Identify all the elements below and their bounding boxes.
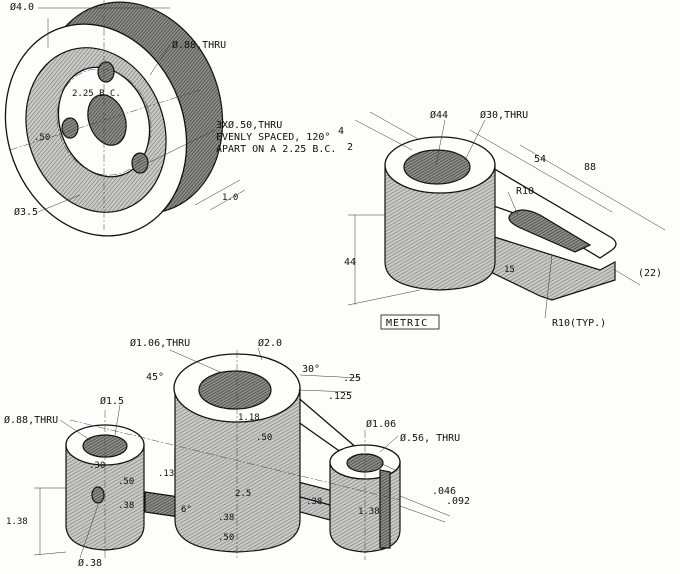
asm-right-bore-thru: Ø.56, THRU [400, 432, 460, 444]
wheel-bolt-circle: 2.25 B.C. [72, 89, 121, 99]
metric-dim-2: 2 [347, 142, 353, 153]
metric-dim-15: 15 [504, 265, 515, 275]
asm-left-diameter: Ø1.5 [100, 395, 124, 407]
asm-dim-050b: .50 [118, 477, 134, 487]
asm-dim-038c: .38 [218, 513, 234, 523]
wheel-hole-2 [61, 117, 79, 139]
asm-dim-050c: .50 [218, 533, 234, 543]
metric-dim-88: 88 [584, 162, 596, 173]
asm-right-diameter: Ø1.06 [366, 418, 396, 430]
asm-dim-038b: .38 [306, 497, 322, 507]
asm-dim-118: 1.18 [238, 413, 260, 423]
asm-dim-092: .092 [446, 496, 470, 507]
asm-angle-30: 30° [302, 364, 320, 375]
assembly-drawing: Ø1.06,THRU Ø2.0 45° 30° .25 .125 Ø.88,TH… [4, 337, 470, 569]
metric-tag: METRIC [386, 318, 428, 329]
asm-dim-030: .30 [89, 461, 105, 471]
metric-dim-22: (22) [638, 268, 662, 279]
wheel-hole-3 [131, 152, 149, 174]
metric-dim-54: 54 [534, 154, 546, 165]
assembly-right-slit [379, 469, 391, 549]
wheel-recess-diameter: Ø3.5 [14, 206, 38, 218]
asm-left-height: 1.38 [6, 517, 28, 527]
asm-dim-025: .25 [343, 373, 361, 384]
wheel-outer-diameter: Ø4.0 [10, 1, 34, 13]
asm-dim-25: 2.5 [235, 489, 251, 499]
metric-dim-4: 4 [338, 126, 344, 137]
metric-boss-body [384, 164, 496, 291]
metric-boss-bore [403, 149, 471, 185]
wheel-drawing: Ø4.0 Ø.88,THRU 2.25 B.C. 3XØ.50,THRU EVE… [4, 0, 336, 237]
metric-slot-radius: R10 [516, 186, 534, 197]
asm-large-diameter: Ø2.0 [258, 337, 282, 349]
metric-height-44: 44 [344, 257, 356, 268]
asm-right-height: 1.38 [358, 507, 380, 517]
metric-link-drawing: Ø44 Ø30,THRU 4 2 54 88 R10 44 15 (22) ME… [338, 109, 666, 330]
metric-slot [508, 209, 592, 253]
asm-angle-45: 45° [146, 372, 164, 383]
wheel-holes-note-3: APART ON A 2.25 B.C. [216, 144, 336, 155]
asm-dim-013: .13 [158, 469, 174, 479]
asm-dim-046: .046 [432, 486, 456, 497]
asm-angle-6: 6° [181, 505, 192, 515]
metric-dia-30-thru: Ø30,THRU [480, 109, 528, 121]
asm-dim-038a: .38 [118, 501, 134, 511]
assembly-pin-hole [91, 486, 105, 504]
asm-pin-diameter: Ø.38 [78, 557, 102, 569]
wheel-dim-050: .50 [34, 133, 50, 143]
asm-dim-050a: .50 [256, 433, 272, 443]
wheel-width: 1.0 [222, 193, 238, 203]
wheel-hole-1 [97, 61, 115, 83]
assembly-large-bore [198, 370, 272, 410]
metric-radius-typ: R10(TYP.) [552, 318, 606, 329]
wheel-bore-thru: Ø.88,THRU [172, 39, 226, 51]
wheel-holes-note-2: EVENLY SPACED, 120° [216, 132, 330, 143]
wheel-holes-note-1: 3XØ.50,THRU [216, 119, 282, 131]
metric-tag-box [380, 314, 440, 330]
asm-dim-0125: .125 [328, 391, 352, 402]
asm-left-bore-thru: Ø.88,THRU [4, 414, 58, 426]
metric-dia-44: Ø44 [430, 109, 448, 121]
asm-large-bore-thru: Ø1.06,THRU [130, 337, 190, 349]
